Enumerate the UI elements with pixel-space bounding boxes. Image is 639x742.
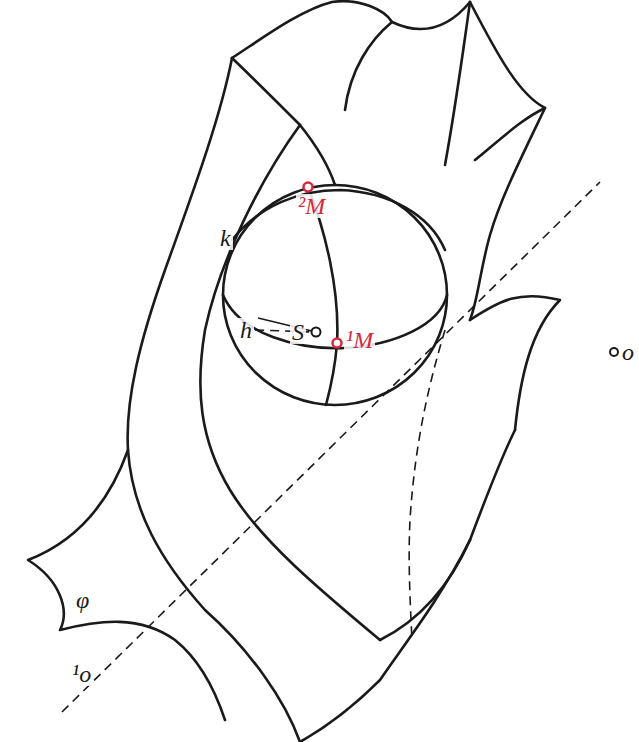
angle-label: φ: [74, 588, 91, 612]
axis-label: o: [620, 340, 636, 364]
line-label: h: [238, 318, 254, 342]
point-label: ¹M: [344, 328, 375, 352]
curve-label: k: [218, 226, 233, 250]
axis-label: ¹o: [70, 662, 93, 686]
point-label: S: [290, 320, 306, 344]
point-label: ²M: [296, 194, 327, 218]
